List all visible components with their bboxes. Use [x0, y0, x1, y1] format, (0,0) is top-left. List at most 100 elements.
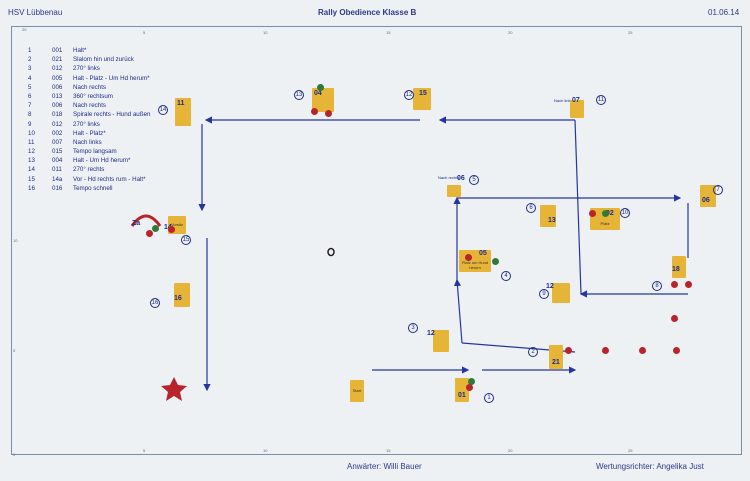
- station-text-5: Nach rechts: [438, 175, 460, 180]
- tick-left-0: 0: [13, 452, 16, 457]
- legend-code: 015: [52, 148, 63, 156]
- legend-idx: 3: [28, 65, 32, 73]
- legend-idx: 14: [28, 166, 35, 174]
- station-sign-5: 06: [447, 175, 465, 197]
- ziel-label: Za: [132, 220, 141, 227]
- legend-text: 270° links: [73, 120, 100, 128]
- legend-text: Halt - Platz*: [73, 129, 106, 137]
- candidate-name: Anwärter: Willi Bauer: [347, 462, 422, 471]
- station-sign-3: 12: [427, 330, 449, 352]
- legend-text: Tempo langsam: [73, 148, 117, 156]
- legend-idx: 12: [28, 148, 35, 156]
- legend-idx: 11: [28, 138, 35, 146]
- course-frame: [11, 26, 742, 455]
- legend-code: 016: [52, 184, 63, 192]
- cone-icon: [589, 210, 596, 217]
- station-marker-5: 5: [469, 175, 479, 185]
- cone-icon: [152, 225, 159, 232]
- sheet-title: Rally Obedience Klasse B: [318, 8, 417, 17]
- legend-text: 270° rechts: [73, 166, 105, 174]
- station-marker-16: 16: [150, 298, 160, 308]
- legend-idx: 10: [28, 129, 35, 137]
- cone-icon: [671, 315, 678, 322]
- station-sign-1: 01: [455, 378, 469, 402]
- marker-ring-icon: [327, 247, 335, 257]
- cone-icon: [602, 210, 609, 217]
- station-marker-15: 15: [181, 235, 191, 245]
- legend-code: 013: [52, 92, 63, 100]
- station-marker-1: 1: [484, 393, 494, 403]
- legend-text: Nach rechts: [73, 102, 107, 110]
- start-sign: Start: [350, 380, 364, 402]
- cone-icon: [317, 84, 324, 91]
- station-sign-2: 21: [549, 345, 563, 369]
- legend-idx: 15: [28, 175, 35, 183]
- legend-code: 006: [52, 102, 63, 110]
- tick-top-15: 15: [386, 30, 391, 35]
- legend-idx: 7: [28, 102, 32, 110]
- tick-top-5: 5: [143, 30, 146, 35]
- station-sign-6: 13: [540, 205, 556, 227]
- legend-code: 002: [52, 129, 63, 137]
- cone-icon: [168, 226, 175, 233]
- station-marker-14: 14: [158, 105, 168, 115]
- station-text-11: Nach links: [554, 98, 573, 103]
- station-marker-13: 13: [294, 90, 304, 100]
- legend-text: Slalom hin und zurück: [73, 56, 134, 64]
- legend-code: 004: [52, 157, 63, 165]
- legend-code: 011: [52, 166, 62, 174]
- legend-text: Vor - Hd rechts rum - Halt*: [73, 175, 146, 183]
- legend-idx: 6: [28, 92, 32, 100]
- legend-code: 006: [52, 83, 63, 91]
- tick-left-20: 20: [22, 27, 27, 32]
- cone-icon: [325, 110, 332, 117]
- legend-text: Halt - Platz - Um Hd herum*: [73, 74, 150, 82]
- tick-left-10: 10: [13, 238, 18, 243]
- station-marker-11: 11: [596, 95, 606, 105]
- cone-icon: [602, 347, 609, 354]
- legend-code: 012: [52, 120, 63, 128]
- tick-bottom-15: 15: [386, 448, 391, 453]
- legend-text: Tempo schnell: [73, 184, 113, 192]
- station-sign-8: 18: [672, 256, 686, 278]
- legend-text: Nach links: [73, 138, 102, 146]
- legend-idx: 9: [28, 120, 32, 128]
- legend-text: Halt*: [73, 47, 87, 54]
- judge-name: Wertungsrichter: Angelika Just: [596, 462, 704, 471]
- station-sign-7: 06: [700, 185, 716, 207]
- station-sign-11: 07: [570, 97, 584, 118]
- legend-code: 005: [52, 74, 63, 82]
- station-sign-16: 16: [174, 283, 190, 307]
- legend-idx: 2: [28, 56, 32, 64]
- legend-text: Spirale rechts - Hund außen: [73, 111, 151, 119]
- club-name: HSV Lübbenau: [8, 8, 63, 17]
- tick-top-10: 10: [263, 30, 268, 35]
- cone-icon: [673, 347, 680, 354]
- legend-text: 270° links: [73, 65, 100, 73]
- finish-star-icon: [161, 377, 187, 401]
- cone-icon: [468, 378, 475, 385]
- station-marker-3: 3: [408, 323, 418, 333]
- path-segment: [574, 119, 582, 295]
- legend-idx: 5: [28, 83, 32, 91]
- cone-icon: [492, 258, 499, 265]
- cone-icon: [465, 254, 472, 261]
- path-segment: [453, 278, 463, 344]
- tick-bottom-20: 20: [508, 448, 513, 453]
- legend-text: 360° rechtsum: [73, 92, 113, 100]
- legend-idx: 16: [28, 184, 35, 192]
- legend-code: 14a: [52, 175, 63, 183]
- legend-code: 012: [52, 65, 63, 73]
- station-marker-7: 7: [713, 185, 723, 195]
- ziel-arc-icon: [130, 214, 162, 227]
- station-marker-12: 12: [404, 90, 414, 100]
- station-marker-9: 9: [539, 289, 549, 299]
- cone-icon: [311, 108, 318, 115]
- station-sign-13: 04: [312, 88, 334, 112]
- station-marker-6: 6: [526, 203, 536, 213]
- cone-icon: [146, 230, 153, 237]
- legend-text: Nach rechts: [73, 83, 107, 91]
